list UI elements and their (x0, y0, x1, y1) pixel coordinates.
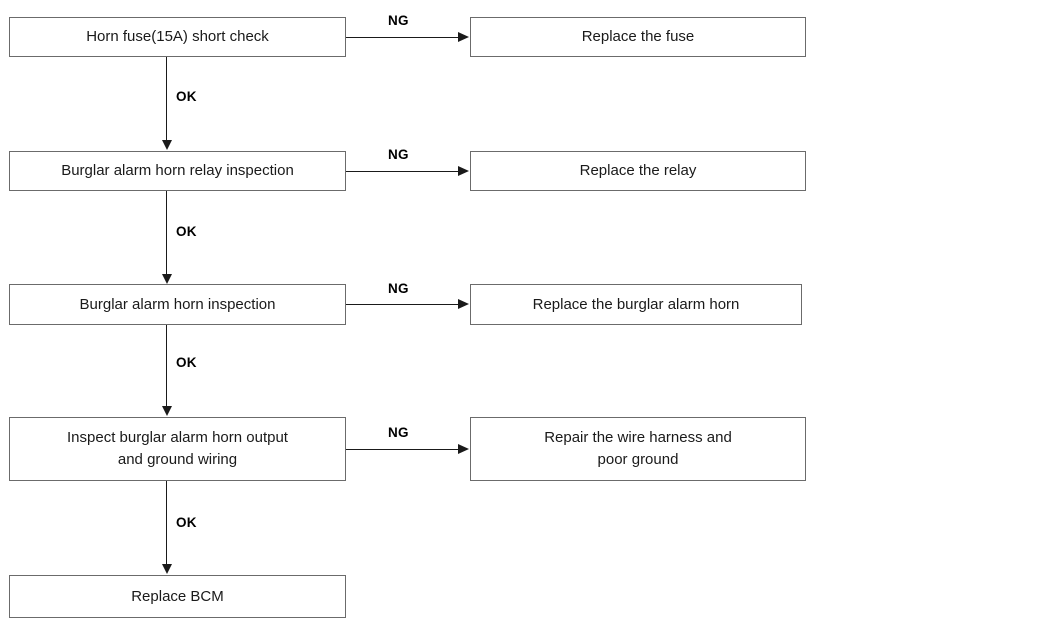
edge-label-step2-ok: OK (176, 224, 197, 239)
arrowhead-step4-to-step5 (162, 564, 172, 574)
arrowhead-step2-to-fail (458, 166, 469, 176)
connector-step1-to-step2 (166, 57, 167, 141)
connector-step4-to-step5 (166, 481, 167, 565)
edge-label-step1-ok: OK (176, 89, 197, 104)
edge-label-step2-ng: NG (388, 147, 409, 162)
result-node-step3[interactable]: Replace the burglar alarm horn (470, 284, 802, 325)
arrowhead-step1-to-step2 (162, 140, 172, 150)
result-node-step4-label: Repair the wire harness and poor ground (544, 429, 732, 468)
connector-step2-to-step3 (166, 191, 167, 275)
process-node-step3[interactable]: Burglar alarm horn inspection (9, 284, 346, 325)
edge-label-step3-ng: NG (388, 281, 409, 296)
result-node-step3-label: Replace the burglar alarm horn (532, 295, 740, 313)
process-node-step1[interactable]: Horn fuse(15A) short check (9, 17, 346, 57)
connector-step1-to-fail (346, 37, 459, 38)
connector-step4-to-fail (346, 449, 459, 450)
process-node-step4-label: Inspect burglar alarm horn output and gr… (67, 429, 288, 468)
result-node-step4[interactable]: Repair the wire harness and poor ground (470, 417, 806, 481)
connector-step3-to-step4 (166, 325, 167, 407)
arrowhead-step3-to-step4 (162, 406, 172, 416)
result-node-step2[interactable]: Replace the relay (470, 151, 806, 191)
process-node-step1-label: Horn fuse(15A) short check (86, 28, 269, 46)
process-node-step2[interactable]: Burglar alarm horn relay inspection (9, 151, 346, 191)
result-node-step2-label: Replace the relay (579, 162, 697, 180)
result-node-step1[interactable]: Replace the fuse (470, 17, 806, 57)
process-node-step2-label: Burglar alarm horn relay inspection (61, 162, 294, 180)
edge-label-step3-ok: OK (176, 355, 197, 370)
process-node-step5-label: Replace BCM (131, 587, 224, 605)
process-node-step5[interactable]: Replace BCM (9, 575, 346, 618)
result-node-step1-label: Replace the fuse (581, 28, 695, 46)
arrowhead-step3-to-fail (458, 299, 469, 309)
arrowhead-step2-to-step3 (162, 274, 172, 284)
arrowhead-step4-to-fail (458, 444, 469, 454)
arrowhead-step1-to-fail (458, 32, 469, 42)
connector-step3-to-fail (346, 304, 459, 305)
connector-step2-to-fail (346, 171, 459, 172)
process-node-step3-label: Burglar alarm horn inspection (79, 295, 276, 313)
edge-label-step1-ng: NG (388, 13, 409, 28)
edge-label-step4-ok: OK (176, 515, 197, 530)
edge-label-step4-ng: NG (388, 425, 409, 440)
process-node-step4[interactable]: Inspect burglar alarm horn output and gr… (9, 417, 346, 481)
